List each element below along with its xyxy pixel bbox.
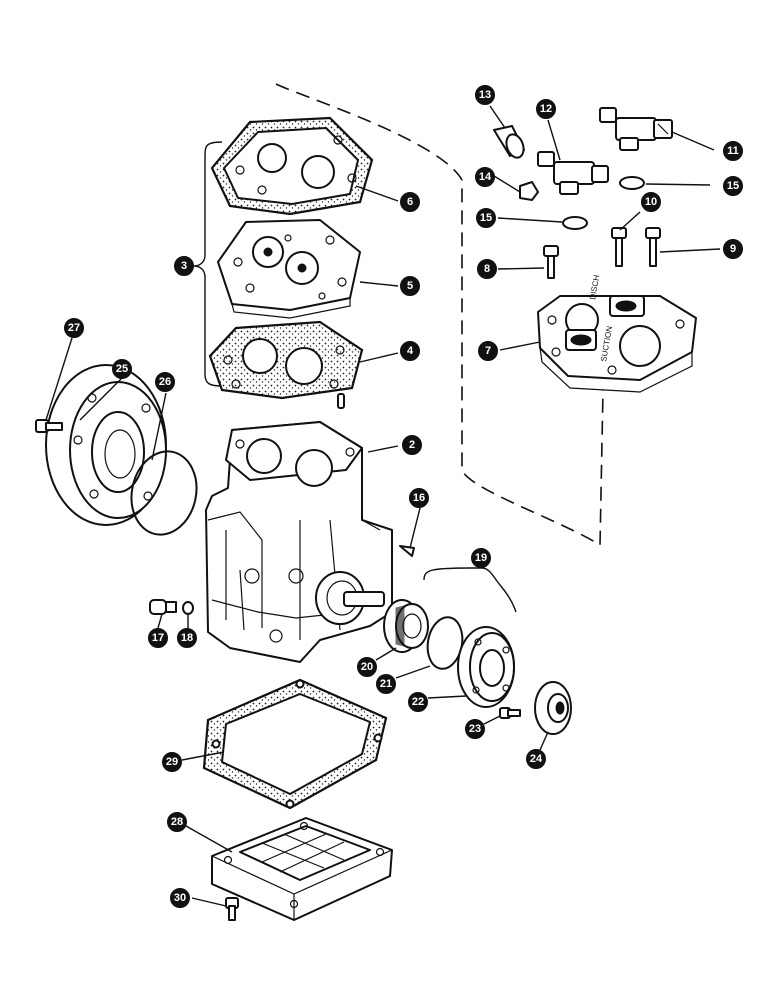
svg-text:5: 5 [407, 280, 413, 292]
svg-text:8: 8 [484, 263, 490, 275]
callout-15-lower: 15 [476, 208, 496, 228]
svg-text:10: 10 [645, 196, 657, 208]
callout-8: 8 [477, 259, 497, 279]
callout-11: 11 [723, 141, 743, 161]
callout-18: 18 [177, 628, 197, 648]
group-bracket-19 [423, 567, 517, 613]
svg-text:12: 12 [540, 103, 552, 115]
callout-4: 4 [400, 341, 420, 361]
svg-text:2: 2 [409, 439, 415, 451]
end-cover-o-ring [130, 450, 198, 536]
callout-7: 7 [478, 341, 498, 361]
svg-text:11: 11 [727, 145, 739, 157]
callout-10: 10 [641, 192, 661, 212]
callout-14: 14 [475, 167, 495, 187]
head-marking-discharge: DISCH [588, 274, 601, 300]
callout-9: 9 [723, 239, 743, 259]
svg-text:25: 25 [116, 363, 128, 375]
valve-plate-gasket-upper [210, 116, 374, 216]
svg-text:16: 16 [413, 492, 425, 504]
svg-text:23: 23 [469, 723, 481, 735]
service-valve-fitting-large [599, 107, 673, 151]
fitting-o-ring-upper [619, 176, 645, 190]
svg-text:13: 13 [479, 89, 491, 101]
svg-text:28: 28 [171, 816, 183, 828]
svg-text:27: 27 [68, 322, 80, 334]
callout-5: 5 [400, 276, 420, 296]
svg-text:18: 18 [181, 632, 193, 644]
svg-text:3: 3 [181, 260, 187, 272]
svg-text:7: 7 [485, 345, 491, 357]
base-plate-bolt [225, 897, 239, 921]
bearing-end-cover [45, 364, 167, 526]
callout-15-upper: 15 [723, 176, 743, 196]
valve-plate-gasket-lower [208, 320, 364, 400]
callout-29: 29 [162, 752, 182, 772]
compressor-crankcase [205, 421, 393, 663]
cap-nut [519, 181, 539, 201]
callout-2: 2 [402, 435, 422, 455]
svg-text:26: 26 [159, 376, 171, 388]
dust-cover [534, 681, 572, 735]
callout-12: 12 [536, 99, 556, 119]
woodruff-key [399, 545, 415, 557]
callout-19: 19 [471, 548, 491, 568]
svg-text:30: 30 [174, 892, 186, 904]
callout-25: 25 [112, 359, 132, 379]
svg-text:6: 6 [407, 196, 413, 208]
drain-plug [149, 599, 177, 615]
svg-text:24: 24 [530, 753, 543, 765]
callout-21: 21 [376, 674, 396, 694]
seal-plate-bolt [499, 707, 521, 719]
callout-23: 23 [465, 719, 485, 739]
svg-text:19: 19 [475, 552, 487, 564]
head-bolt-long-b [645, 227, 661, 267]
dowel-pin [337, 393, 345, 409]
callout-17: 17 [148, 628, 168, 648]
service-valve-fitting-small [537, 151, 609, 195]
fitting-o-ring-lower [562, 216, 588, 230]
fitting-adapter [493, 125, 525, 159]
callout-16: 16 [409, 488, 429, 508]
svg-text:15: 15 [727, 180, 739, 192]
valve-plate [217, 219, 361, 319]
callout-6: 6 [400, 192, 420, 212]
svg-text:15: 15 [480, 212, 492, 224]
callout-3: 3 [174, 256, 194, 276]
callout-24: 24 [526, 749, 546, 769]
callout-13: 13 [475, 85, 495, 105]
cylinder-head: DISCH SUCTION [537, 274, 697, 393]
end-cover-bolt [35, 419, 63, 433]
shaft-seal [383, 599, 429, 653]
head-bolt-short [543, 245, 559, 279]
callout-27: 27 [64, 318, 84, 338]
callout-26: 26 [155, 372, 175, 392]
callout-28: 28 [167, 812, 187, 832]
svg-text:22: 22 [412, 696, 424, 708]
base-plate-gasket [202, 678, 388, 810]
leader-lines [45, 105, 721, 907]
svg-text:17: 17 [152, 632, 164, 644]
svg-text:21: 21 [380, 678, 392, 690]
svg-text:4: 4 [407, 345, 414, 357]
callout-22: 22 [408, 692, 428, 712]
seal-plate [457, 626, 515, 708]
callout-20: 20 [357, 657, 377, 677]
head-bolt-long-a [611, 227, 627, 267]
svg-text:20: 20 [361, 661, 373, 673]
svg-text:9: 9 [730, 243, 736, 255]
callout-30: 30 [170, 888, 190, 908]
assembly-dashed-outline [275, 83, 604, 547]
svg-text:14: 14 [479, 171, 492, 183]
drain-plug-washer [182, 601, 194, 615]
svg-text:29: 29 [166, 756, 178, 768]
base-plate [211, 817, 393, 921]
